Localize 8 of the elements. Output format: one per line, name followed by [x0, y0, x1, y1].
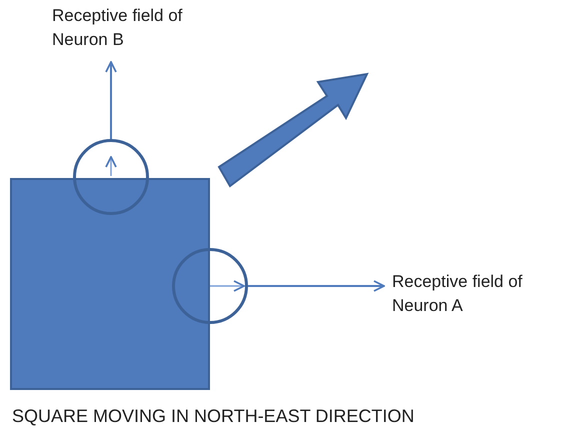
node-label: Receptive field of Neuron A — [392, 270, 562, 320]
arrow — [105, 61, 117, 139]
square-shape — [10, 178, 210, 390]
arrow — [248, 280, 385, 292]
receptive-field-circle — [172, 248, 248, 324]
receptive-field-circle — [73, 139, 149, 215]
node-label: Receptive field of Neuron B — [52, 4, 202, 54]
caption: SQUARE MOVING IN NORTH-EAST DIRECTION — [12, 406, 414, 427]
